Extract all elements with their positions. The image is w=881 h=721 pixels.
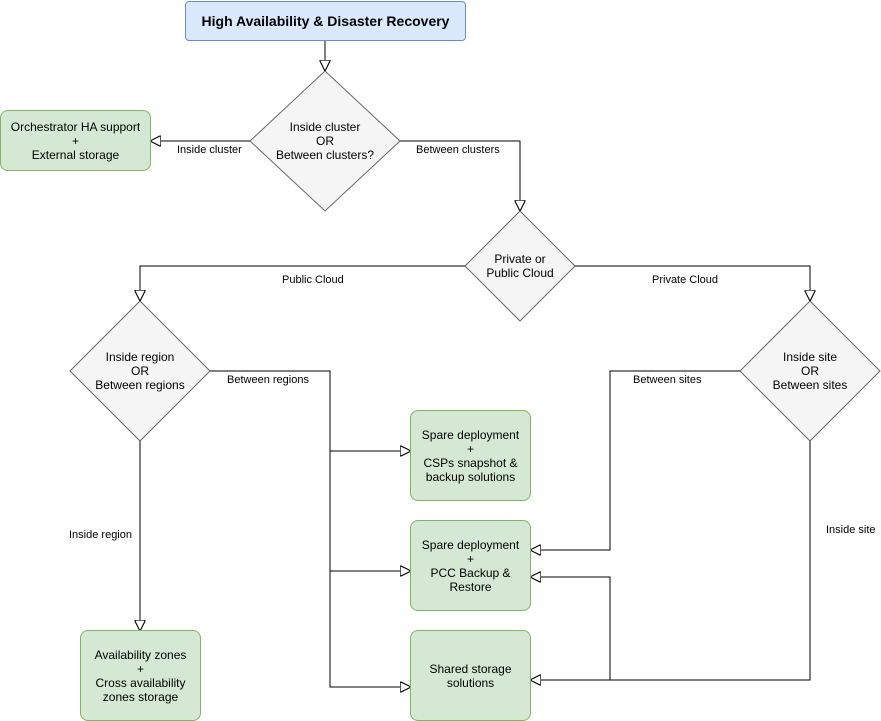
edge-inside-site <box>531 441 811 680</box>
edge-label-inside-region: Inside region <box>69 529 132 542</box>
decision-site-line-2: OR <box>801 364 819 378</box>
outcome-az-line-1: Availability zones <box>94 647 187 662</box>
outcome-csp-line-3: CSPs snapshot & <box>423 455 518 470</box>
edge-private-cloud <box>575 265 810 300</box>
outcome-orchestrator-line-3: External storage <box>31 147 120 162</box>
outcome-az-line-4: zones storage <box>102 689 179 704</box>
outcome-shared-storage: Shared storage solutions <box>410 630 531 721</box>
decision-cluster-line-1: Inside cluster <box>289 120 361 134</box>
outcome-pcc-line-2: + <box>466 551 474 566</box>
decision-region-line-1: Inside region <box>105 350 175 364</box>
decision-region-line-3: Between regions <box>95 378 185 392</box>
decision-site-line-3: Between sites <box>772 378 848 392</box>
edge-between-clusters <box>400 140 520 210</box>
decision-cloud-line-1: Private or <box>494 252 546 266</box>
decision-cloud-line-2: Public Cloud <box>486 266 554 280</box>
edge-inside-site-pcc <box>531 577 611 680</box>
outcome-csp-snapshot: Spare deployment + CSPs snapshot & backu… <box>410 410 531 501</box>
outcome-csp-line-2: + <box>466 441 474 456</box>
edge-public-cloud <box>140 265 465 300</box>
decision-cloud-text: Private or Public Cloud <box>465 236 575 296</box>
diagram-title: High Availability & Disaster Recovery <box>201 13 450 29</box>
outcome-pcc-backup: Spare deployment + PCC Backup & Restore <box>410 520 531 611</box>
title-box: High Availability & Disaster Recovery <box>185 1 466 41</box>
decision-region-line-2: OR <box>131 364 149 378</box>
outcome-orchestrator-line-2: + <box>71 133 79 148</box>
edge-between-sites <box>531 370 740 550</box>
decision-cluster-line-3: Between clusters? <box>275 148 375 162</box>
outcome-orchestrator: Orchestrator HA support + External stora… <box>0 110 151 171</box>
decision-cluster-text: Inside cluster OR Between clusters? <box>250 106 400 176</box>
edge-label-between-clusters: Between clusters <box>416 144 500 157</box>
outcome-az-line-2: + <box>136 661 144 676</box>
edge-label-between-sites: Between sites <box>633 374 702 387</box>
edge-label-private-cloud: Private Cloud <box>652 274 719 287</box>
decision-cloud-shape <box>464 210 576 322</box>
decision-cluster-shape <box>249 70 401 212</box>
outcome-pcc-line-4: Restore <box>449 579 492 594</box>
edge-between-regions-trunk <box>210 370 410 687</box>
outcome-csp-line-4: backup solutions <box>425 469 516 484</box>
edge-label-inside-site: Inside site <box>826 524 876 537</box>
outcome-orchestrator-line-1: Orchestrator HA support <box>10 119 141 134</box>
outcome-csp-line-1: Spare deployment <box>421 427 520 442</box>
outcome-availability-zones: Availability zones + Cross availability … <box>80 630 201 721</box>
outcome-shared-line-2: solutions <box>446 675 495 690</box>
decision-site-line-1: Inside site <box>782 350 838 364</box>
decision-cluster-line-2: OR <box>316 134 334 148</box>
edge-label-between-regions: Between regions <box>227 374 309 387</box>
outcome-az-line-3: Cross availability <box>95 675 186 690</box>
decision-site-text: Inside site OR Between sites <box>740 336 880 406</box>
edge-label-inside-cluster: Inside cluster <box>177 144 242 157</box>
outcome-shared-line-1: Shared storage <box>429 661 512 676</box>
edge-label-public-cloud: Public Cloud <box>282 274 344 287</box>
outcome-pcc-line-3: PCC Backup & <box>430 565 511 580</box>
decision-region-text: Inside region OR Between regions <box>70 336 210 406</box>
outcome-pcc-line-1: Spare deployment <box>421 537 520 552</box>
